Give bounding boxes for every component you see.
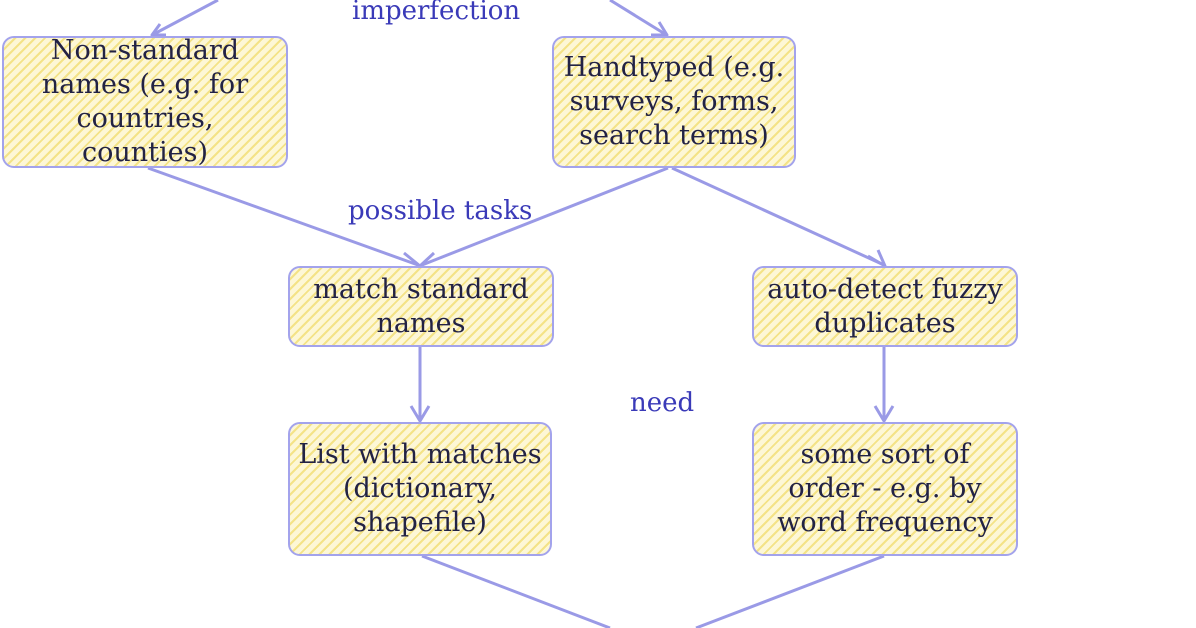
edge-non-standard-to-match bbox=[147, 166, 419, 267]
node-match-standard-names: match standard names bbox=[288, 266, 554, 347]
node-non-standard-names: Non-standard names (e.g. for countries, … bbox=[2, 35, 288, 168]
arrowhead-autodetect bbox=[867, 249, 887, 268]
arrowhead-list bbox=[409, 405, 431, 423]
edge-order-to-bottom bbox=[695, 554, 885, 628]
arrowhead-match bbox=[403, 251, 436, 268]
edge-parent-to-handtyped bbox=[609, 0, 666, 36]
label-imperfection: imperfection bbox=[352, 0, 521, 26]
label-possible-tasks: possible tasks bbox=[348, 196, 533, 226]
label-need: need bbox=[630, 388, 695, 418]
arrowhead-non-standard bbox=[150, 23, 166, 37]
edge-handtyped-to-match bbox=[421, 166, 669, 267]
node-list-with-matches: List with matches (dictionary, shapefile… bbox=[288, 422, 552, 556]
edge-list-to-bottom bbox=[421, 554, 611, 628]
edge-parent-to-non-standard bbox=[153, 0, 219, 36]
node-auto-detect-duplicates: auto-detect fuzzy duplicates bbox=[752, 266, 1018, 347]
edge-handtyped-to-autodetect bbox=[671, 166, 885, 267]
node-handtyped: Handtyped (e.g. surveys, forms, search t… bbox=[552, 36, 796, 168]
arrowhead-handtyped bbox=[651, 21, 669, 37]
arrowhead-order bbox=[873, 405, 895, 423]
node-sort-order: some sort of order - e.g. by word freque… bbox=[752, 422, 1018, 556]
